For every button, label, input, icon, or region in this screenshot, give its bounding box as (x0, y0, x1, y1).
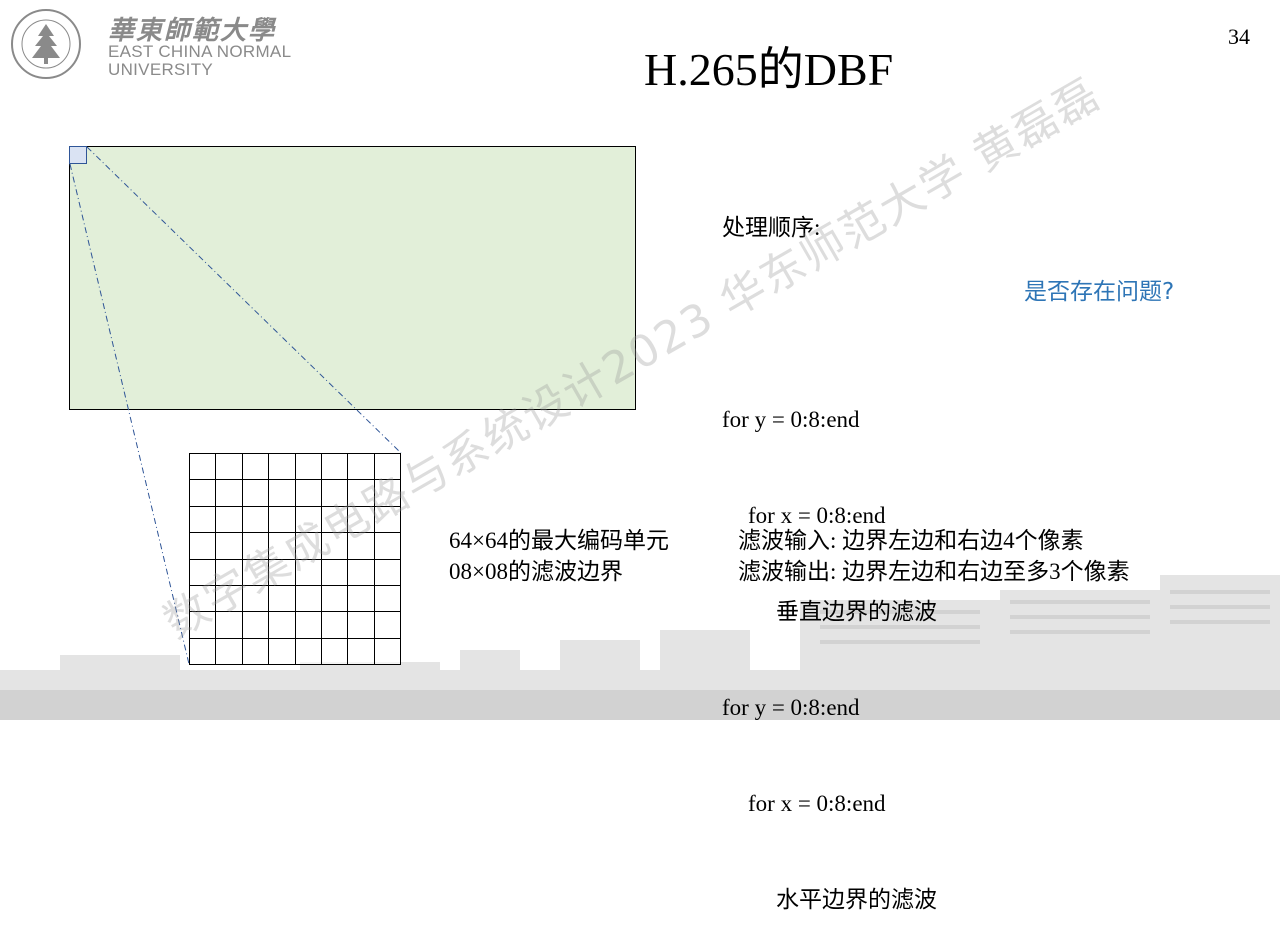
code-line: for x = 0:8:end (748, 791, 886, 816)
code-line: 垂直边界的滤波 (776, 599, 937, 624)
logo-english-line2: UNIVERSITY (108, 60, 214, 79)
slide-title: H.265的DBF (644, 44, 894, 95)
cu-size-label: 64×64的最大编码单元 (449, 528, 669, 553)
code-line: for y = 0:8:end (722, 407, 860, 432)
filter-edge-label: 08×08的滤波边界 (449, 559, 623, 584)
campus-skyline-background (0, 575, 1280, 720)
pixel-grid-8x8 (189, 453, 401, 665)
code-line: for x = 0:8:end (748, 503, 886, 528)
university-seal-icon (11, 9, 81, 79)
processing-order-heading: 处理顺序: (722, 215, 821, 240)
coding-unit-block (69, 146, 636, 410)
question-text: 是否存在问题? (1024, 279, 1175, 305)
logo-chinese-name: 華東師範大學 (108, 16, 277, 46)
code-line: 水平边界的滤波 (776, 887, 937, 912)
filter-input-label: 滤波输入: 边界左边和右边4个像素 (738, 528, 1084, 553)
filter-unit-square (69, 146, 87, 164)
code-line: for y = 0:8:end (722, 695, 860, 720)
university-logo: 華東師範大學 EAST CHINA NORMAL UNIVERSITY (10, 4, 310, 84)
filter-output-label: 滤波输出: 边界左边和右边至多3个像素 (738, 559, 1130, 584)
page-number: 34 (1228, 24, 1250, 49)
logo-english-line1: EAST CHINA NORMAL (108, 42, 292, 61)
